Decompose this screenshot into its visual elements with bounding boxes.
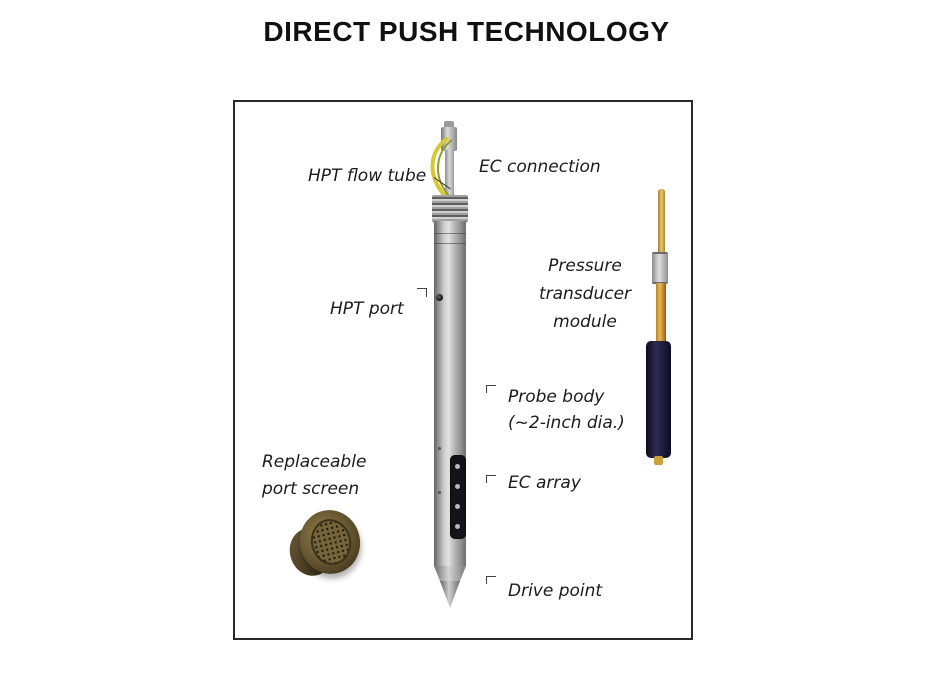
transducer-tip [654, 456, 663, 465]
body-seam [434, 233, 466, 234]
probe-top-cap [444, 121, 454, 128]
leader-mark-ec-array [486, 475, 496, 483]
hpt-port-hole [436, 294, 443, 301]
body-seam [434, 243, 466, 244]
label-probe-body-line1: Probe body [508, 387, 605, 407]
leader-mark-hpt-port [417, 288, 427, 297]
label-pressure-line1: Pressure [548, 256, 622, 276]
ec-electrode [455, 524, 460, 529]
transducer-sleeve [646, 341, 671, 458]
label-ec-connection: EC connection [479, 157, 601, 177]
label-replaceable-line2: port screen [262, 479, 360, 499]
label-pressure-transducer: Pressure transducer module [527, 252, 643, 336]
ec-electrode [455, 504, 460, 509]
ec-array-panel [450, 455, 466, 539]
ec-electrode [455, 464, 460, 469]
leader-mark-drive-point [486, 576, 496, 584]
label-drive-point: Drive point [508, 581, 603, 601]
label-hpt-port: HPT port [330, 299, 404, 319]
ec-cable-wires [430, 136, 453, 198]
screw-dot [438, 491, 441, 494]
leader-mark-probe-body [486, 385, 496, 393]
port-screen-illustration [283, 503, 370, 584]
transducer-fitting [652, 252, 668, 284]
page-title: DIRECT PUSH TECHNOLOGY [263, 16, 670, 47]
probe-stem [445, 150, 454, 197]
label-pressure-line3: module [553, 312, 617, 332]
label-hpt-flow-tube: HPT flow tube [308, 166, 427, 186]
label-pressure-line2: transducer [538, 284, 632, 304]
threaded-collar [432, 195, 468, 222]
transducer-rod-lower [656, 283, 666, 343]
transducer-rod-upper [658, 189, 665, 255]
label-probe-body: Probe body (~2-inch dia.) [508, 384, 625, 436]
label-ec-array: EC array [508, 473, 581, 493]
label-replaceable-port-screen: Replaceable port screen [262, 449, 366, 503]
ec-electrode [455, 484, 460, 489]
ec-connector-fitting [441, 127, 457, 151]
label-replaceable-line1: Replaceable [262, 452, 367, 472]
label-probe-body-line2: (~2-inch dia.) [508, 413, 625, 433]
screw-dot [438, 447, 441, 450]
drive-point-taper [434, 566, 466, 582]
